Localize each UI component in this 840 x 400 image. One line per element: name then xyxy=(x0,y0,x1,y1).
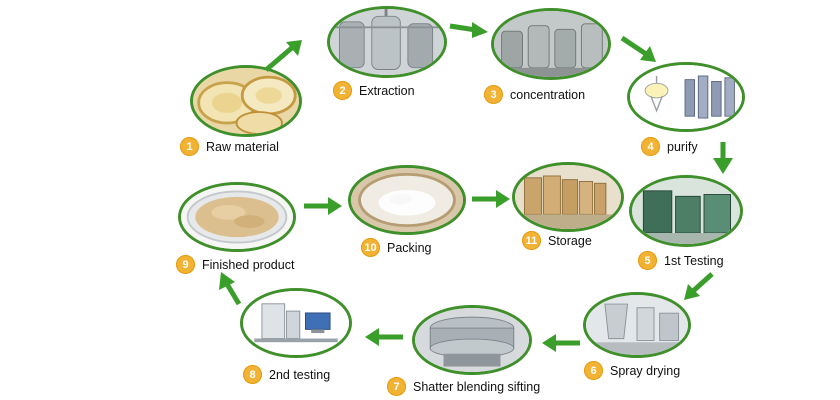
step-title: Shatter blending sifting xyxy=(413,379,541,394)
second-testing-image xyxy=(240,288,352,358)
step-number-badge: 8 xyxy=(243,365,262,384)
step-number-badge: 1 xyxy=(180,137,199,156)
step-label: 11 Storage xyxy=(522,231,592,250)
step-number-badge: 4 xyxy=(641,137,660,156)
storage-image xyxy=(512,162,624,232)
step-number-badge: 11 xyxy=(522,231,541,250)
packing-image xyxy=(348,165,466,235)
step-number-badge: 6 xyxy=(584,361,603,380)
first-testing-image xyxy=(629,175,743,247)
step-label: 4 purify xyxy=(641,137,698,156)
arrow-10-to-11 xyxy=(472,190,510,208)
step-title: concentration xyxy=(510,87,586,102)
extraction-image xyxy=(327,6,447,78)
step-title: purify xyxy=(667,139,698,154)
step-label: 1 Raw material xyxy=(180,137,279,156)
step-title: Storage xyxy=(548,233,592,248)
arrow-5-to-6 xyxy=(684,272,714,300)
arrow-2-to-3 xyxy=(449,22,488,38)
arrow-9-to-10 xyxy=(304,197,342,215)
step-number-badge: 3 xyxy=(484,85,503,104)
sifting-image xyxy=(412,305,532,375)
step-title: Packing xyxy=(387,240,432,255)
arrow-4-to-5 xyxy=(713,142,733,174)
spray-drying-image xyxy=(583,292,691,358)
step-title: Extraction xyxy=(359,83,415,98)
step-title: 2nd testing xyxy=(269,367,331,382)
step-number-badge: 7 xyxy=(387,377,406,396)
step-number-badge: 9 xyxy=(176,255,195,274)
step-label: 9 Finished product xyxy=(176,255,294,274)
step-label: 5 1st Testing xyxy=(638,251,724,270)
purify-image xyxy=(627,62,745,132)
step-number-badge: 2 xyxy=(333,81,352,100)
step-title: Finished product xyxy=(202,257,295,272)
step-label: 7 Shatter blending sifting xyxy=(387,377,540,396)
arrow-7-to-8 xyxy=(365,328,403,346)
concentration-image xyxy=(491,8,611,80)
finished-product-image xyxy=(178,182,296,252)
step-label: 3 concentration xyxy=(484,85,585,104)
step-title: Raw material xyxy=(206,139,279,154)
step-label: 8 2nd testing xyxy=(243,365,330,384)
arrow-6-to-7 xyxy=(542,334,580,352)
step-number-badge: 10 xyxy=(361,238,380,257)
raw-material-image xyxy=(190,65,302,137)
arrow-8-to-9 xyxy=(219,272,242,306)
step-label: 2 Extraction xyxy=(333,81,415,100)
step-number-badge: 5 xyxy=(638,251,657,270)
step-label: 6 Spray drying xyxy=(584,361,680,380)
arrow-1-to-2 xyxy=(264,40,302,72)
step-title: 1st Testing xyxy=(664,253,724,268)
arrow-3-to-4 xyxy=(620,35,656,62)
step-title: Spray drying xyxy=(610,363,681,378)
step-label: 10 Packing xyxy=(361,238,431,257)
